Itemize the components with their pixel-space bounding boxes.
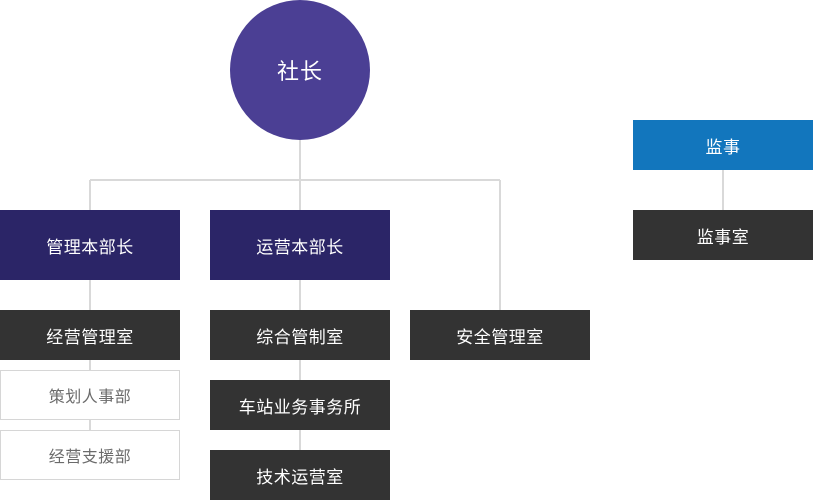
station-affairs-office-node: 车站业务事务所 [210, 380, 390, 430]
audit-office-label: 监事室 [696, 227, 750, 248]
business-support-dept-label: 经营支援部 [48, 447, 132, 466]
tech-operations-office-label: 技术运营室 [256, 467, 344, 488]
audit-office-node: 监事室 [633, 210, 813, 260]
management-hq-node: 管理本部长 [0, 210, 180, 280]
safety-management-office-node: 安全管理室 [410, 310, 590, 360]
ceo-node: 社长 [230, 0, 370, 140]
safety-management-office-label: 安全管理室 [456, 327, 544, 348]
business-support-dept-node: 经营支援部 [0, 430, 180, 480]
auditor-label: 监事 [705, 137, 741, 158]
management-hq-label: 管理本部长 [46, 237, 134, 258]
business-management-office-label: 经营管理室 [46, 327, 134, 348]
business-management-office-node: 经营管理室 [0, 310, 180, 360]
control-office-label: 综合管制室 [256, 327, 344, 348]
ceo-label: 社长 [276, 60, 323, 85]
planning-hr-dept-node: 策划人事部 [0, 370, 180, 420]
auditor-node: 监事 [633, 120, 813, 170]
operations-hq-node: 运营本部长 [210, 210, 390, 280]
control-office-node: 综合管制室 [210, 310, 390, 360]
station-affairs-office-label: 车站业务事务所 [238, 397, 362, 418]
planning-hr-dept-label: 策划人事部 [48, 387, 132, 406]
tech-operations-office-node: 技术运营室 [210, 450, 390, 500]
operations-hq-label: 运营本部长 [256, 237, 344, 258]
